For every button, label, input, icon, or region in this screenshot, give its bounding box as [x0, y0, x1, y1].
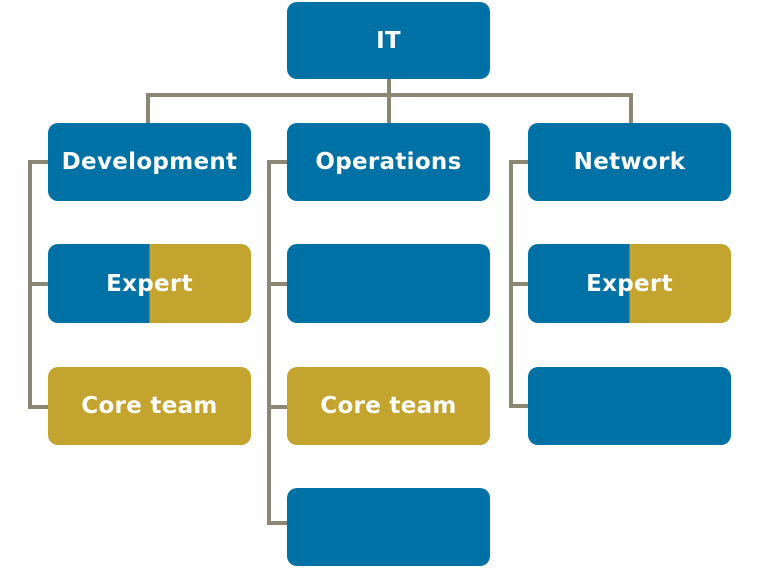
node-development-core-team-label: Core team	[81, 393, 218, 419]
node-it: IT	[287, 2, 490, 79]
node-development-core-team: Core team	[48, 367, 251, 445]
node-operations-label: Operations	[315, 149, 462, 175]
node-network-label: Network	[573, 149, 686, 175]
node-network-expert-label: Expert	[586, 270, 673, 297]
node-operations-empty-1	[287, 244, 490, 323]
node-operations-core-team-label: Core team	[320, 393, 457, 419]
node-network-empty	[528, 367, 731, 445]
node-it-label: IT	[376, 27, 401, 54]
node-operations-empty-2	[287, 488, 490, 566]
node-development: Development	[48, 123, 251, 201]
connector-operations-rail	[267, 160, 289, 525]
node-operations-core-team: Core team	[287, 367, 490, 445]
node-development-label: Development	[61, 149, 238, 175]
node-operations: Operations	[287, 123, 490, 201]
node-network: Network	[528, 123, 731, 201]
node-development-expert: Expert	[48, 244, 251, 323]
node-network-expert: Expert	[528, 244, 731, 323]
node-development-expert-label: Expert	[106, 270, 193, 297]
